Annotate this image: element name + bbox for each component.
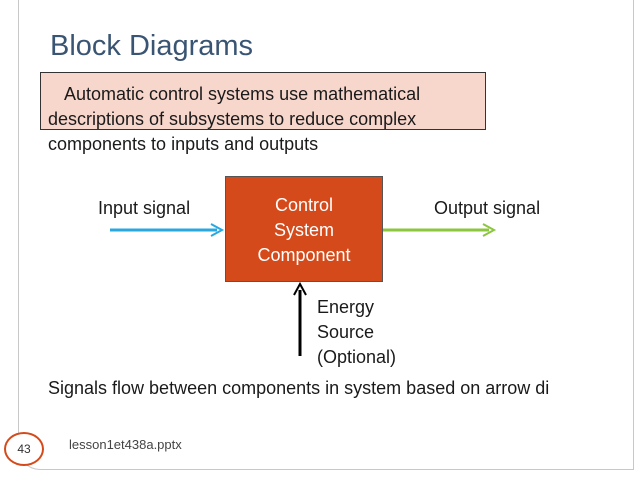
energy-arrow <box>293 281 307 356</box>
highlight-box <box>40 72 486 130</box>
page-number-badge: 43 <box>4 432 44 466</box>
block-line-1: Control <box>274 195 334 215</box>
input-signal-label: Input signal <box>98 198 191 218</box>
paragraph-line-3: components to inputs and outputs <box>48 134 319 154</box>
output-arrow <box>383 223 497 237</box>
bottom-text: Signals flow between components in syste… <box>48 378 550 398</box>
energy-line-3: (Optional) <box>317 347 397 367</box>
filename-label: lesson1et438a.pptx <box>69 437 182 452</box>
slide-frame <box>18 0 634 470</box>
paragraph-line-2: descriptions of subsystems to reduce com… <box>48 109 417 129</box>
input-arrow <box>110 223 225 237</box>
control-system-block: Control System Component <box>225 176 383 282</box>
energy-line-2: Source <box>317 322 375 342</box>
energy-source-label: Energy Source (Optional) <box>317 295 396 370</box>
intro-paragraph: Automatic control systems use mathematic… <box>48 82 498 157</box>
output-signal-label: Output signal <box>434 198 541 218</box>
block-line-2: System <box>273 220 334 240</box>
paragraph-line-1: Automatic control systems use mathematic… <box>64 84 421 104</box>
energy-line-1: Energy <box>317 297 375 317</box>
block-line-3: Component <box>257 245 351 265</box>
slide-title: Block Diagrams <box>50 30 254 62</box>
